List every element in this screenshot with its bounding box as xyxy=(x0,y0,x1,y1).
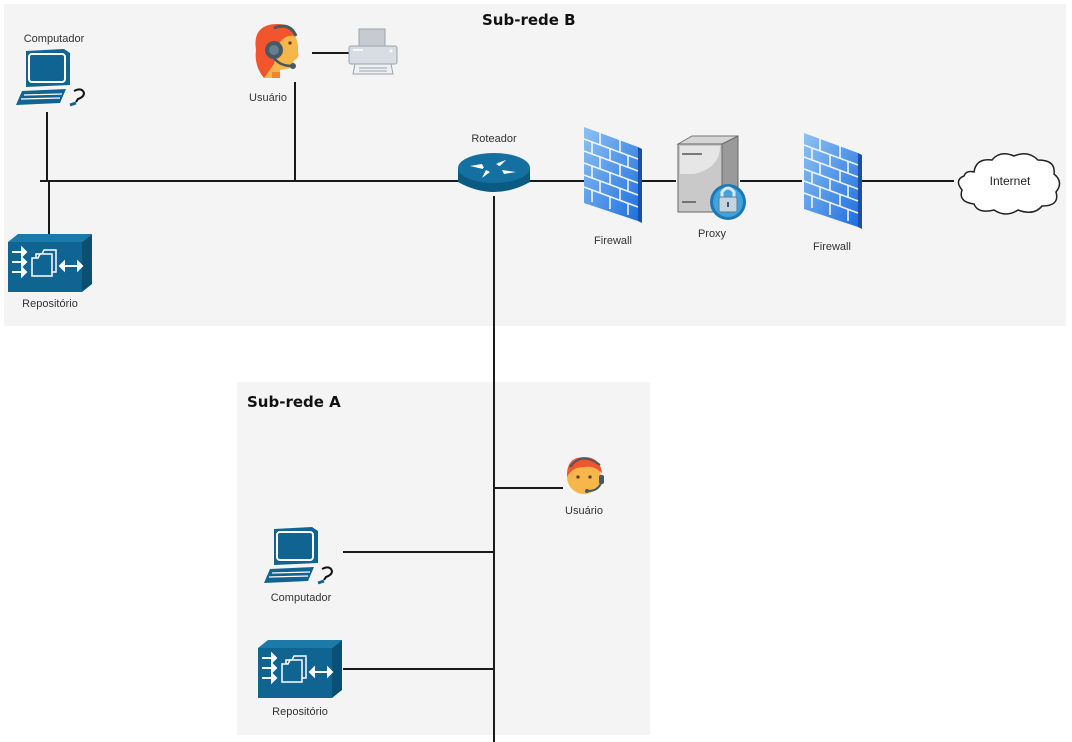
proxy-server-icon xyxy=(676,135,746,220)
repository-icon xyxy=(258,640,342,698)
router-label: Roteador xyxy=(471,133,517,145)
b-repository-label: Repositório xyxy=(22,298,78,310)
link-router-firewall1 xyxy=(530,180,584,182)
subnet-b-title: Sub-rede B xyxy=(482,11,576,29)
a-repository-label: Repositório xyxy=(272,706,328,718)
b-user-node[interactable] xyxy=(250,22,304,80)
firewall-2-node[interactable] xyxy=(802,131,862,229)
bus-line-subnet-b xyxy=(40,180,460,182)
a-user-node[interactable] xyxy=(564,453,606,497)
computer-icon xyxy=(16,49,86,107)
b-printer-node[interactable] xyxy=(347,28,399,76)
b-repository-node[interactable] xyxy=(6,232,94,294)
cloud-icon xyxy=(957,153,1061,215)
link-repository-a-trunk xyxy=(343,668,494,670)
firewall-1-label: Firewall xyxy=(594,235,632,247)
subnet-b-zone xyxy=(4,4,1066,326)
internet-node[interactable]: Internet xyxy=(954,150,1066,218)
a-user-label: Usuário xyxy=(565,505,603,517)
link-firewall1-proxy xyxy=(640,180,676,182)
repository-icon xyxy=(8,234,92,292)
user-headset-icon xyxy=(566,457,604,494)
link-computer-bus xyxy=(46,112,48,182)
subnet-a-title: Sub-rede A xyxy=(247,393,341,411)
link-proxy-firewall2 xyxy=(740,180,802,182)
internet-label: Internet xyxy=(989,174,1031,188)
trunk-line-router-subnet-a xyxy=(493,196,495,742)
link-bus-repository xyxy=(48,180,50,234)
a-computer-node[interactable] xyxy=(260,525,336,587)
firewall-icon xyxy=(583,127,642,223)
link-user-printer xyxy=(312,52,350,54)
b-computer-node[interactable] xyxy=(14,47,86,109)
a-repository-node[interactable] xyxy=(256,638,344,700)
proxy-label: Proxy xyxy=(697,228,727,240)
firewall-1-node[interactable] xyxy=(582,125,642,223)
link-firewall2-internet xyxy=(862,180,954,182)
computer-icon xyxy=(264,527,334,585)
proxy-node[interactable] xyxy=(674,134,752,222)
a-computer-label: Computador xyxy=(270,592,332,604)
link-user-bus xyxy=(294,82,296,181)
router-icon xyxy=(458,153,530,192)
b-user-label: Usuário xyxy=(249,92,287,104)
firewall-2-label: Firewall xyxy=(813,241,851,253)
firewall-icon xyxy=(803,133,862,229)
router-node[interactable] xyxy=(456,150,532,200)
link-computer-a-trunk xyxy=(343,551,494,553)
printer-icon xyxy=(348,28,398,75)
link-trunk-user-a xyxy=(495,487,563,489)
b-computer-label: Computador xyxy=(23,33,85,45)
user-headset-icon xyxy=(255,24,299,78)
